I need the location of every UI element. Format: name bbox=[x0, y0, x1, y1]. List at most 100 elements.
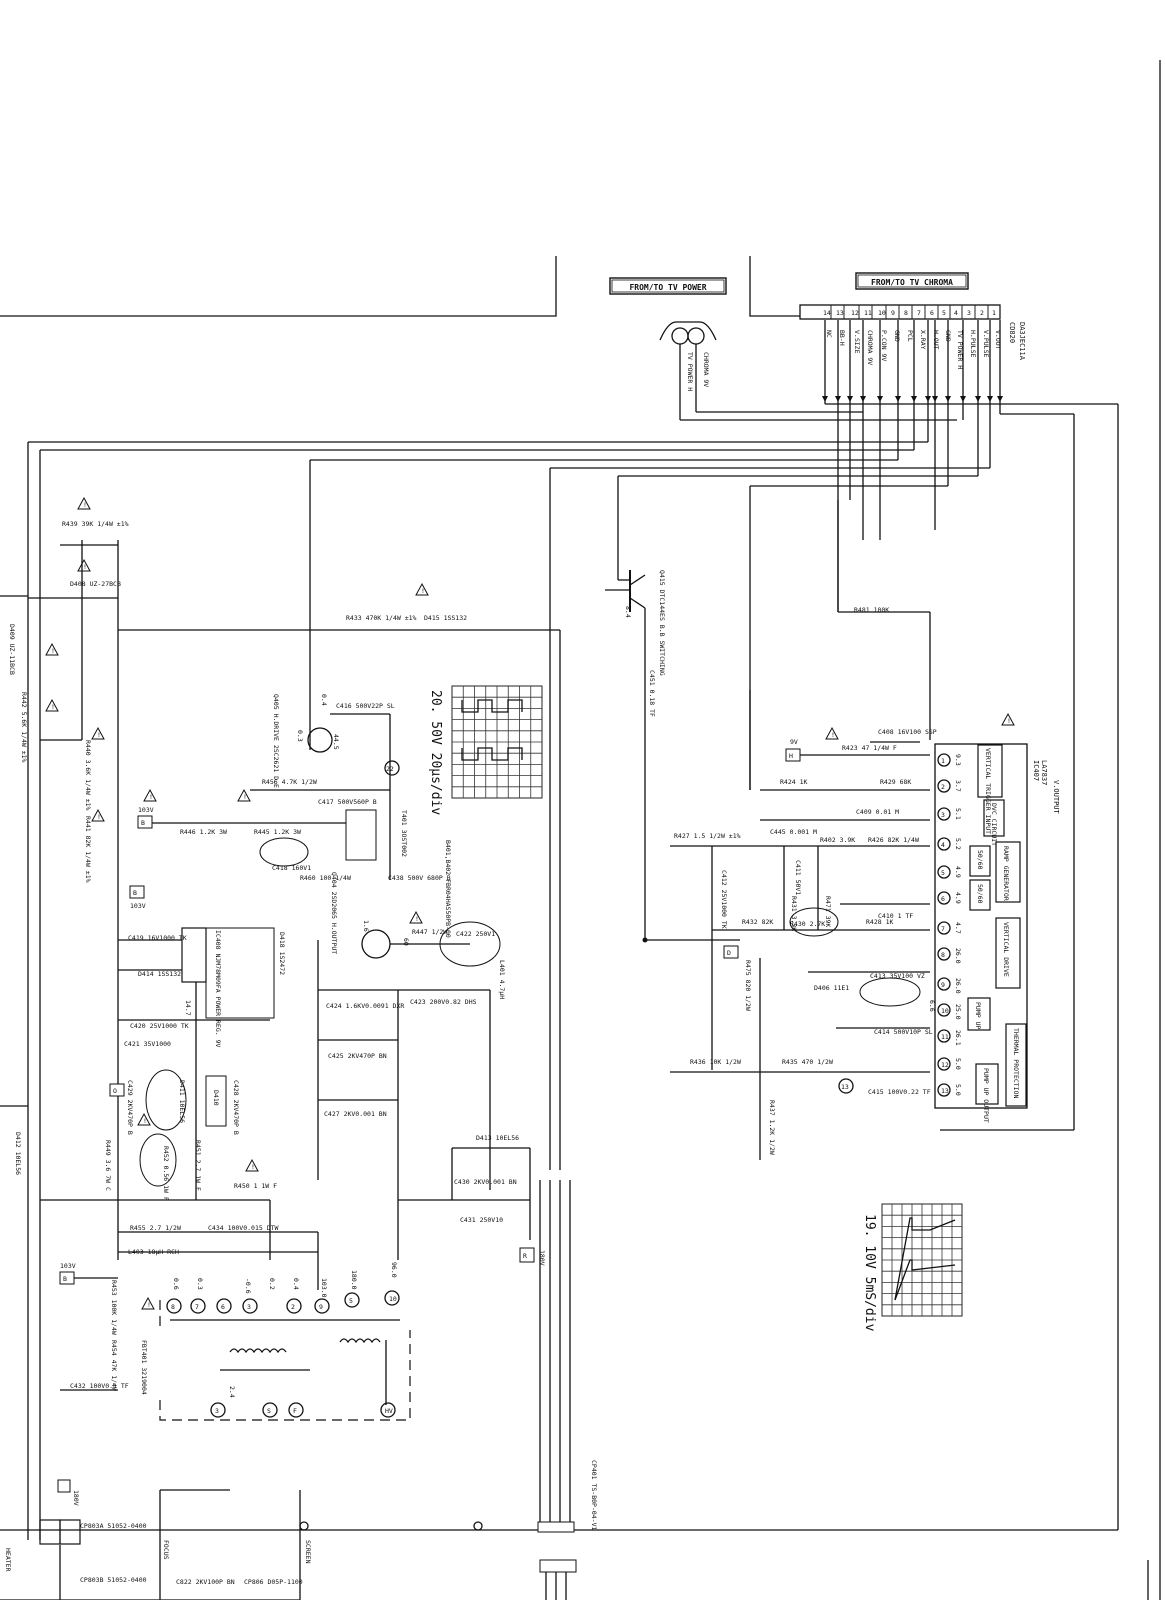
arrow-marker bbox=[911, 396, 917, 402]
cd820-pin-1: 1 bbox=[992, 309, 996, 317]
ic-pin-12 bbox=[937, 1057, 951, 1071]
fbt-pin-label-8: 3 bbox=[215, 1407, 219, 1415]
q415-label: Q415 DTC144ES B.B SWITCHING bbox=[658, 570, 666, 676]
d418-label: D418 1S2472 bbox=[278, 932, 286, 975]
cd820-pin-11: 11 bbox=[864, 309, 872, 317]
svg-text:H: H bbox=[789, 752, 793, 760]
warning-triangle-mark: ! bbox=[97, 731, 101, 739]
r432-label: R432 82K bbox=[742, 918, 773, 926]
fbt-pin-1 bbox=[190, 1298, 206, 1314]
warning-triangle-icon bbox=[825, 726, 839, 740]
v103c-label: 103V bbox=[60, 1262, 76, 1270]
warning-triangle-mark: ! bbox=[147, 1301, 151, 1309]
scope-1: 20. 50V 20μs/div bbox=[428, 685, 543, 815]
chroma-header: FROM/TO TV CHROMA bbox=[855, 272, 969, 290]
voltage-reading-3: 0.3 bbox=[296, 730, 304, 742]
c438-label: C438 500V 680P B bbox=[388, 874, 451, 882]
svg-text:B: B bbox=[141, 819, 145, 827]
ic-block-pumpup: PUMP UP bbox=[974, 1002, 982, 1029]
r441-label: R441 82K 1/4W ±1% bbox=[84, 816, 92, 883]
r437-label: R437 1.2K 1/2W bbox=[768, 1100, 776, 1155]
ic-pin-voltage-3: 5.1 bbox=[954, 808, 962, 820]
power-label-chroma9v: CHROMA 9V bbox=[702, 352, 710, 387]
voltage-reading-7: 6.6 bbox=[928, 1000, 936, 1012]
power-header: FROM/TO TV POWER bbox=[609, 277, 727, 295]
fbt-pin-label-3: 3 bbox=[247, 1303, 251, 1311]
arrow-marker bbox=[822, 396, 828, 402]
voltage-reading-5: 60 bbox=[402, 938, 410, 946]
cd820-pin-label-9: GND bbox=[893, 330, 901, 342]
cd820-pin-10: 10 bbox=[878, 309, 886, 317]
c411-label: C411 50V1 bbox=[794, 860, 802, 895]
fbt-pin-2 bbox=[216, 1298, 232, 1314]
ic-pin-num-9: 9 bbox=[941, 981, 945, 989]
c413-label: C413 35V100 VZ bbox=[870, 972, 925, 980]
r424-label: R424 1K bbox=[780, 778, 807, 786]
ic-block-ramp: RAMP GENERATOR bbox=[1002, 846, 1010, 901]
b401-label: B401,B402 FBR04HAS50PB-00 bbox=[444, 840, 452, 938]
ic407-title: V.OUTPUT bbox=[1052, 780, 1060, 815]
r471-label: R471 39K bbox=[824, 896, 832, 927]
ic-pin-num-1: 1 bbox=[941, 757, 945, 765]
c423-label: C423 200V0.82 DHS bbox=[410, 998, 477, 1006]
ic407-ref: IC407 bbox=[1032, 760, 1040, 781]
fbt-pin-label-1: 7 bbox=[195, 1303, 199, 1311]
cp803b-label: CP803B 51052-0400 bbox=[80, 1576, 147, 1584]
cd820-pin-label-12: V.SIZE bbox=[853, 330, 861, 354]
warning-triangle-icon bbox=[245, 1158, 259, 1172]
fbt-pin-4 bbox=[286, 1298, 302, 1314]
cd820-pin-7: 7 bbox=[917, 309, 921, 317]
fbt-pin-3 bbox=[242, 1298, 258, 1314]
ic-pin-voltage-12: 5.0 bbox=[954, 1058, 962, 1070]
svg-text:B: B bbox=[133, 889, 137, 897]
cd820-pin-5: 5 bbox=[942, 309, 946, 317]
fbt-pin-6 bbox=[344, 1292, 360, 1308]
ic-block-trigger: VERTICAL TRIGGER INPUT bbox=[984, 748, 992, 834]
fbt-voltage-2: -0.6 bbox=[244, 1278, 252, 1294]
cd820-pin-4: 4 bbox=[954, 309, 958, 317]
q415-switching: Q415 DTC144ES B.B SWITCHING C451 0.18 TF bbox=[605, 570, 740, 943]
ic-pin-8 bbox=[937, 947, 951, 961]
ic-pin-11 bbox=[937, 1029, 951, 1043]
d406-label: D406 11E1 bbox=[814, 984, 849, 992]
ic-pin-1 bbox=[937, 753, 951, 767]
fbt-pin-label-5: 9 bbox=[319, 1303, 323, 1311]
c451-label: C451 0.18 TF bbox=[648, 670, 656, 717]
c445-label: C445 0.001 M bbox=[770, 828, 817, 836]
ic-pin-num-4: 4 bbox=[941, 841, 945, 849]
cd820-pin-12: 12 bbox=[851, 309, 859, 317]
r453-label: R453 100K 1/4W bbox=[110, 1280, 118, 1335]
cd820-pin-label-3: H.PULSE bbox=[969, 330, 977, 357]
ic-pin-num-2: 2 bbox=[941, 783, 945, 791]
c417-label: C417 500V560P B bbox=[318, 798, 377, 806]
r423-label: R423 47 1/4W F bbox=[842, 744, 897, 752]
svg-text:R: R bbox=[523, 1252, 527, 1260]
warning-triangle-icon bbox=[45, 642, 59, 656]
fbt-voltage-3: 0.2 bbox=[268, 1278, 276, 1290]
ic-pin-5 bbox=[937, 865, 951, 879]
ic-pin-voltage-11: 26.1 bbox=[954, 1030, 962, 1046]
warning-triangle-icon bbox=[237, 788, 251, 802]
warning-triangle-icon bbox=[91, 726, 105, 740]
ic-pin-voltage-9: 26.0 bbox=[954, 978, 962, 994]
warning-triangle-mark: ! bbox=[149, 793, 153, 801]
d415-label: D415 1SS132 bbox=[424, 614, 467, 622]
c412-label: C412 25V1000 TK bbox=[720, 870, 728, 929]
warning-triangle-icon bbox=[141, 1296, 155, 1310]
ic-pin-num-8: 8 bbox=[941, 951, 945, 959]
ic-pin-6 bbox=[937, 891, 951, 905]
r401-label: R481 100K bbox=[854, 606, 889, 614]
svg-text:22: 22 bbox=[386, 765, 394, 773]
ic-block-dvc: DVC CIRCUIT bbox=[990, 803, 998, 846]
voltage-reading-6: 14.7 bbox=[184, 1000, 192, 1016]
fbt-section: R455 2.7 1/2W C434 100V0.015 DTW L403 18… bbox=[59, 1134, 546, 1421]
cd820-pin-label-2: V.PULSE bbox=[982, 330, 990, 357]
arrow-marker bbox=[975, 396, 981, 402]
warning-triangle-mark: ! bbox=[831, 731, 835, 739]
fbt-pin-9 bbox=[262, 1402, 278, 1418]
ic-pin-2 bbox=[937, 779, 951, 793]
scope-2: 19. 10V 5mS/div bbox=[862, 1203, 963, 1332]
cd820-pin-label-4: TV POWER H bbox=[956, 330, 964, 369]
fbt-voltage-5: 103.0 bbox=[320, 1278, 328, 1298]
